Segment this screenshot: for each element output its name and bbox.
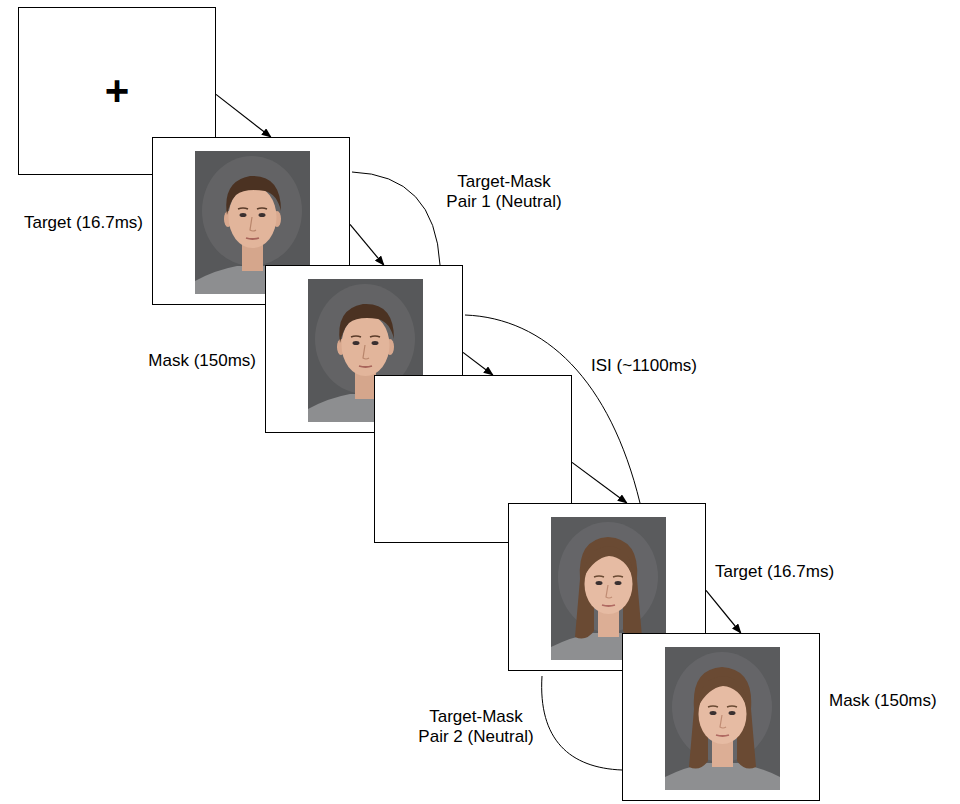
sequence-arrow (463, 352, 493, 375)
pair-label: Target-Mask Pair 2 (Neutral) (418, 707, 534, 747)
frame-label: Mask (150ms) (148, 351, 256, 371)
pair-arc (542, 676, 622, 770)
pair-label: Target-Mask Pair 1 (Neutral) (446, 172, 562, 212)
sequence-arrow (706, 590, 741, 633)
photo-holder (665, 647, 780, 790)
mask-frame: Mask (150ms) (622, 633, 820, 801)
sequence-arrow (216, 94, 271, 137)
face-photo (665, 647, 780, 790)
pair-arc (352, 172, 440, 265)
frame-label: Mask (150ms) (829, 691, 937, 711)
sequence-arrow (350, 224, 384, 265)
frame-label: Target (16.7ms) (24, 213, 143, 233)
frame-label: ISI (~1100ms) (591, 356, 697, 376)
sequence-arrow (572, 462, 627, 503)
frame-label: Target (16.7ms) (715, 562, 834, 582)
fixation-cross: + (105, 70, 130, 112)
